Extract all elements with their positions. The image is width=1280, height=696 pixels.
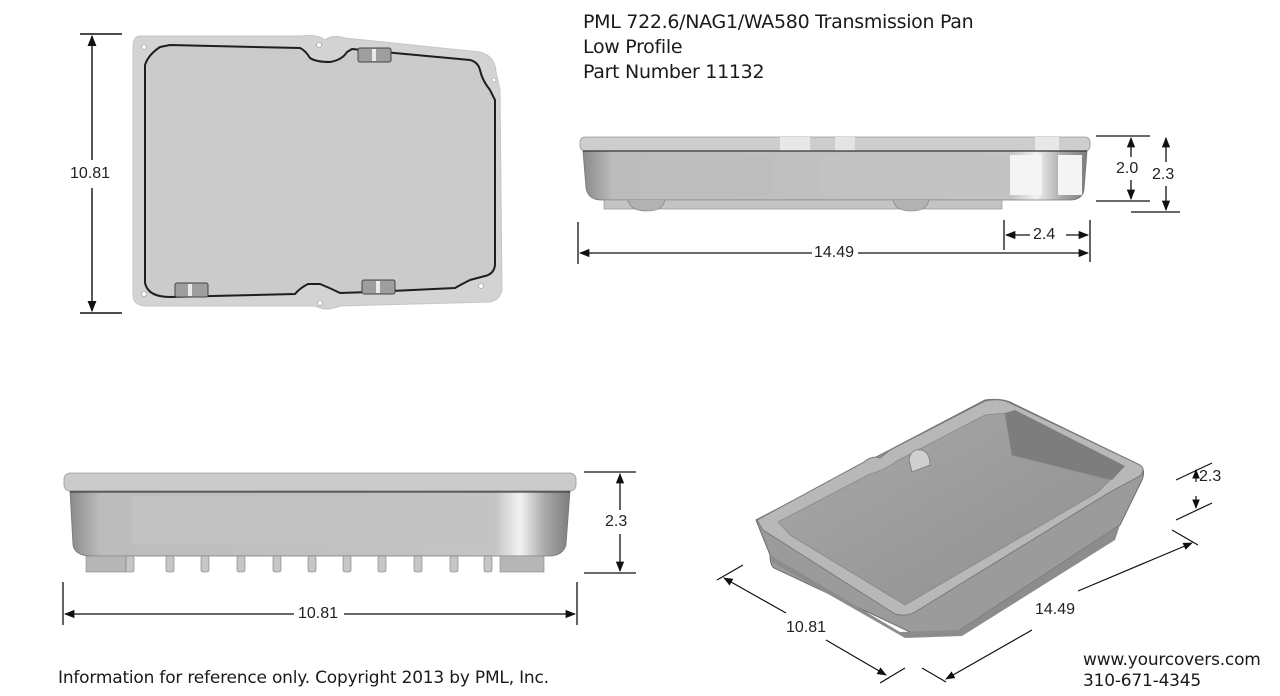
product-title: PML 722.6/NAG1/WA580 Transmission Pan	[583, 11, 974, 33]
isometric-view	[716, 398, 1213, 684]
contact-block: www.yourcovers.com 310-671-4345	[1083, 650, 1261, 692]
side-long-length-label: 14.49	[812, 244, 857, 262]
iso-length-label: 14.49	[1033, 601, 1078, 619]
title-block: PML 722.6/NAG1/WA580 Transmission Pan Lo…	[583, 10, 974, 85]
side-long-total-height-label: 2.3	[1150, 166, 1177, 184]
side-short-width-label: 10.81	[296, 605, 341, 623]
website-link[interactable]: www.yourcovers.com	[1083, 650, 1261, 670]
cooling-fins	[125, 555, 493, 573]
product-subtitle: Low Profile	[583, 36, 683, 58]
phone-number: 310-671-4345	[1083, 671, 1202, 691]
bolt-holes	[141, 42, 497, 306]
side-long-inner-height-label: 2.0	[1114, 160, 1141, 178]
top-view-height-label: 10.81	[68, 165, 113, 183]
side-view-long	[577, 135, 1180, 264]
part-number: Part Number 11132	[583, 61, 765, 83]
pan-basin	[144, 43, 496, 299]
top-view	[80, 33, 503, 314]
iso-width-label: 10.81	[784, 619, 829, 637]
side-view-short	[62, 471, 636, 625]
side-long-offset-label: 2.4	[1031, 226, 1058, 244]
iso-height-label: 2.3	[1199, 468, 1222, 485]
copyright-disclaimer: Information for reference only. Copyrigh…	[58, 668, 549, 688]
side-short-height-label: 2.3	[603, 513, 630, 531]
